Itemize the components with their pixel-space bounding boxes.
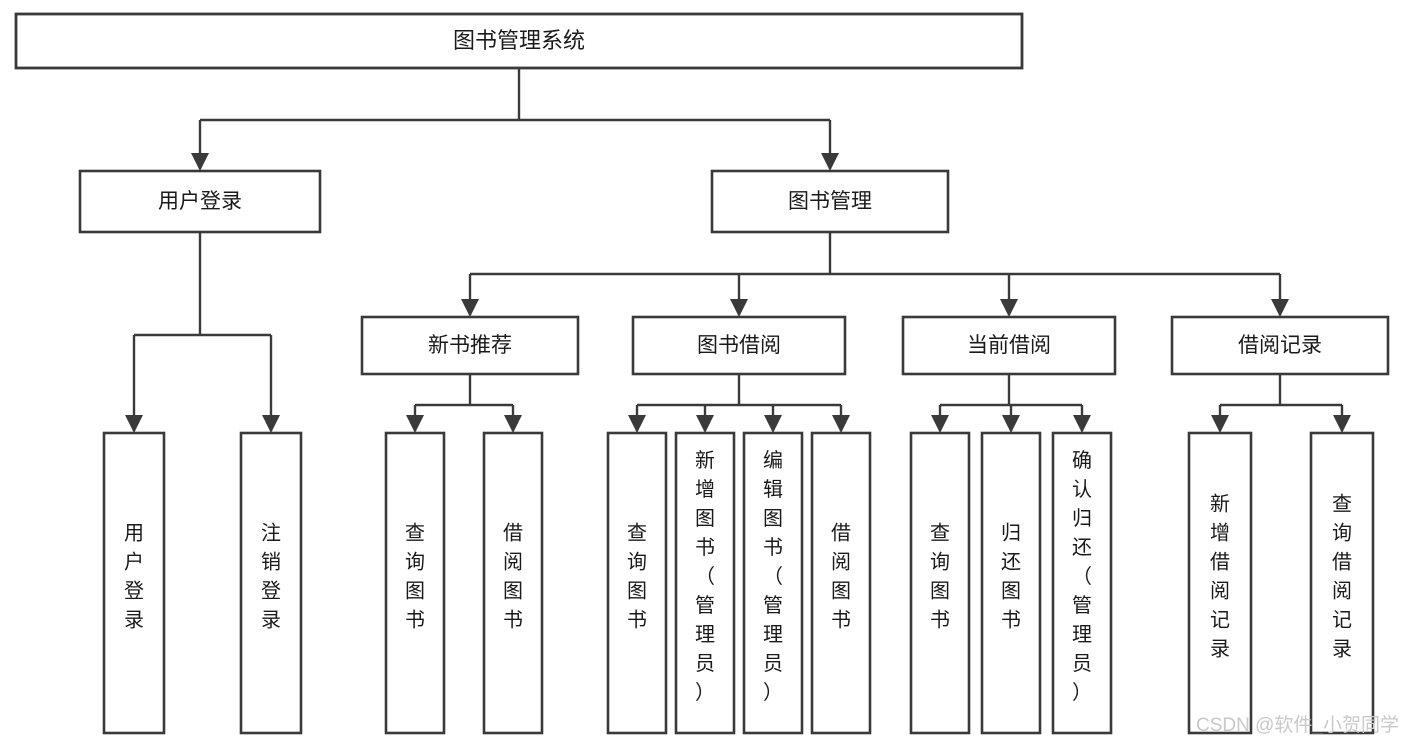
node-label-leaf-rec-query: 查询借阅记录 [1332, 493, 1352, 661]
node-label-leaf-new-borrow: 借阅图书 [503, 522, 523, 632]
node-box-leaf-user-login [102, 431, 166, 735]
node-label-leaf-user-logout: 注销登录 [261, 522, 281, 632]
arrow-head-icon [406, 415, 424, 433]
node-box-leaf-cur-query [909, 431, 971, 735]
node-leaf-rec-query[interactable]: 查询借阅记录 [1309, 431, 1375, 735]
node-current[interactable]: 当前借阅 [901, 315, 1117, 376]
arrow-head-icon [1073, 415, 1091, 433]
node-label-leaf-borrow-add: 新增图书（管理员） [695, 449, 715, 704]
node-box-login [78, 169, 322, 234]
node-label-bookmgmt: 图书管理 [788, 190, 872, 213]
node-leaf-user-logout[interactable]: 注销登录 [239, 431, 303, 735]
node-box-bookmgmt [710, 169, 950, 234]
node-box-leaf-new-query [384, 431, 446, 735]
node-label-root: 图书管理系统 [453, 28, 585, 53]
node-label-leaf-cur-confirm: 确认归还（管理员） [1072, 449, 1092, 704]
connector-layer [125, 68, 1351, 433]
node-root[interactable]: 图书管理系统 [14, 12, 1024, 70]
node-label-leaf-new-query: 查询图书 [405, 522, 425, 632]
edges-from-newbook [406, 374, 522, 433]
arrow-head-icon [1271, 299, 1289, 317]
edges-from-login [125, 232, 280, 433]
node-label-current: 当前借阅 [967, 334, 1051, 357]
node-records[interactable]: 借阅记录 [1170, 315, 1390, 376]
arrow-head-icon [696, 415, 714, 433]
arrow-head-icon [125, 415, 143, 433]
node-leaf-cur-confirm[interactable]: 确认归还（管理员） [1051, 431, 1113, 735]
node-leaf-cur-query[interactable]: 查询图书 [909, 431, 971, 735]
node-label-leaf-borrow-do: 借阅图书 [831, 522, 851, 632]
node-label-leaf-borrow-edit: 编辑图书（管理员） [763, 449, 783, 704]
arrow-head-icon [832, 415, 850, 433]
node-label-leaf-user-login: 用户登录 [124, 523, 144, 632]
node-label-leaf-rec-add: 新增借阅记录 [1210, 493, 1230, 661]
node-leaf-new-borrow[interactable]: 借阅图书 [482, 431, 544, 735]
node-leaf-borrow-do[interactable]: 借阅图书 [810, 431, 872, 735]
arrow-head-icon [504, 415, 522, 433]
node-leaf-new-query[interactable]: 查询图书 [384, 431, 446, 735]
arrow-head-icon [191, 153, 209, 171]
node-box-leaf-new-borrow [482, 431, 544, 735]
node-label-newbook: 新书推荐 [428, 334, 512, 357]
arrow-head-icon [1333, 415, 1351, 433]
node-box-current [901, 315, 1117, 376]
node-box-leaf-borrow-add [674, 431, 736, 735]
node-leaf-borrow-edit[interactable]: 编辑图书（管理员） [742, 431, 804, 735]
edges-from-current [931, 374, 1091, 433]
node-box-leaf-cur-return [980, 431, 1042, 735]
node-label-borrow: 图书借阅 [697, 334, 781, 357]
arrow-head-icon [931, 415, 949, 433]
node-box-leaf-borrow-query [606, 431, 668, 735]
node-box-leaf-cur-confirm [1051, 431, 1113, 735]
arrow-head-icon [1000, 299, 1018, 317]
node-leaf-user-login[interactable]: 用户登录 [102, 431, 166, 735]
edges-from-borrow [628, 374, 850, 433]
edges-from-records [1211, 374, 1351, 433]
node-label-login: 用户登录 [158, 190, 242, 213]
arrow-head-icon [764, 415, 782, 433]
node-label-leaf-cur-query: 查询图书 [930, 522, 950, 632]
arrow-head-icon [262, 415, 280, 433]
arrow-head-icon [730, 299, 748, 317]
node-box-leaf-borrow-edit [742, 431, 804, 735]
node-label-records: 借阅记录 [1238, 334, 1322, 357]
node-box-leaf-borrow-do [810, 431, 872, 735]
node-box-records [1170, 315, 1390, 376]
node-label-leaf-borrow-query: 查询图书 [627, 522, 647, 632]
node-box-borrow [631, 315, 847, 376]
node-leaf-borrow-add[interactable]: 新增图书（管理员） [674, 431, 736, 735]
arrow-head-icon [821, 153, 839, 171]
node-label-leaf-cur-return: 归还图书 [1001, 522, 1021, 632]
node-box-root [14, 12, 1024, 70]
node-leaf-cur-return[interactable]: 归还图书 [980, 431, 1042, 735]
node-layer: 图书管理系统用户登录图书管理新书推荐图书借阅当前借阅借阅记录用户登录注销登录查询… [14, 12, 1390, 735]
edges-from-root [191, 68, 839, 171]
node-borrow[interactable]: 图书借阅 [631, 315, 847, 376]
node-login[interactable]: 用户登录 [78, 169, 322, 234]
node-box-leaf-rec-add [1187, 431, 1253, 735]
node-leaf-rec-add[interactable]: 新增借阅记录 [1187, 431, 1253, 735]
node-leaf-borrow-query[interactable]: 查询图书 [606, 431, 668, 735]
edges-from-bookmgmt [461, 232, 1289, 317]
node-bookmgmt[interactable]: 图书管理 [710, 169, 950, 234]
node-box-leaf-rec-query [1309, 431, 1375, 735]
node-box-newbook [360, 315, 580, 376]
arrow-head-icon [1211, 415, 1229, 433]
node-newbook[interactable]: 新书推荐 [360, 315, 580, 376]
node-box-leaf-user-logout [239, 431, 303, 735]
arrow-head-icon [461, 299, 479, 317]
arrow-head-icon [1002, 415, 1020, 433]
arrow-head-icon [628, 415, 646, 433]
csdn-watermark: CSDN @软件_小贺同学 [1196, 714, 1399, 736]
